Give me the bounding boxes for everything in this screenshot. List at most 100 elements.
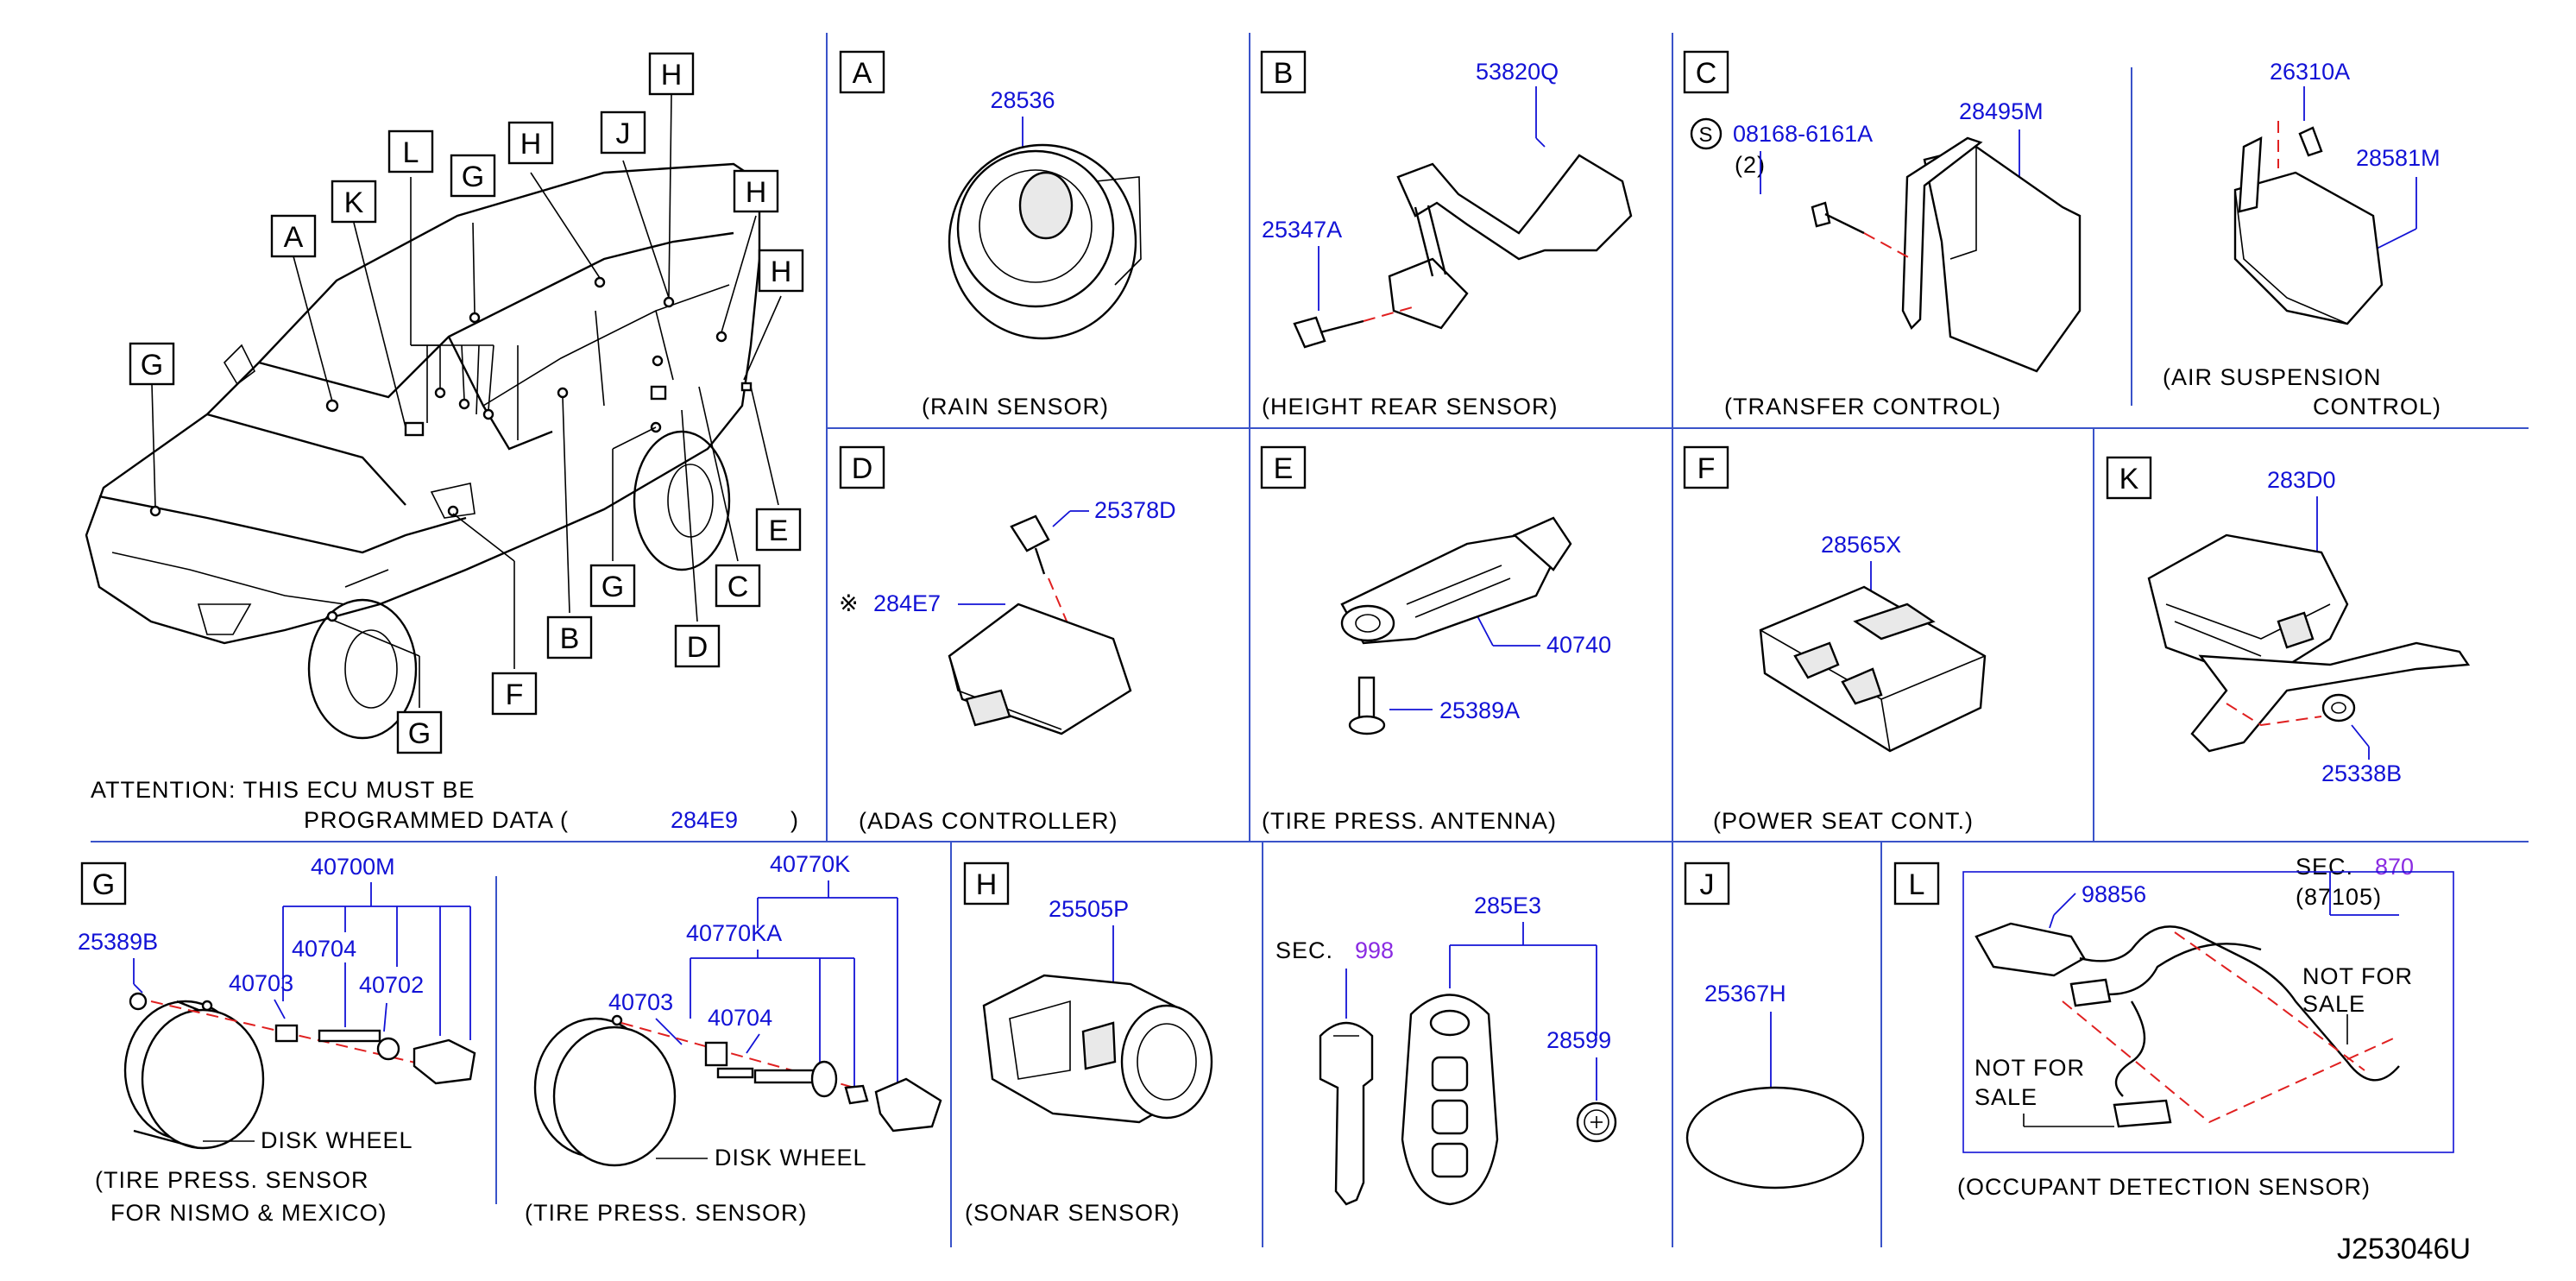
sec-870-label: SEC. — [2296, 854, 2353, 880]
vehicle-body-outline — [85, 162, 761, 645]
panel-a-letter: A — [853, 57, 872, 90]
grid-lines — [91, 33, 2529, 1247]
caption-sonar-sensor: (SONAR SENSOR) — [965, 1200, 1181, 1226]
part-26310a: 26310A — [2270, 59, 2350, 85]
sec-870-sub: (87105) — [2296, 884, 2382, 910]
vehicle-overview — [85, 162, 761, 740]
callout-g-bottom: G — [408, 717, 431, 750]
part-25338b: 25338B — [2321, 760, 2402, 786]
part-25389b: 25389B — [78, 929, 158, 955]
caption-air-suspension-1: (AIR SUSPENSION — [2163, 364, 2382, 390]
panel-air-suspension: 26310A 28581M (AIR SUSPENSION CONTROL) — [2163, 59, 2441, 420]
panel-g-letter: G — [92, 868, 115, 901]
callout-b: B — [560, 622, 580, 655]
height-sensor-part — [1396, 154, 1633, 261]
caption-tire-press-nismo-2: FOR NISMO & MEXICO) — [110, 1200, 387, 1226]
caption-air-suspension-2: CONTROL) — [2313, 394, 2441, 420]
caption-tire-press-sensor: (TIRE PRESS. SENSOR) — [525, 1200, 808, 1226]
callout-c: C — [727, 571, 749, 603]
overview-callouts: A K L G H J H H H E C D B G F G G — [129, 52, 804, 754]
callout-f: F — [506, 678, 524, 711]
caption-rain-sensor: (RAIN SENSOR) — [922, 394, 1109, 420]
panel-g: G 40700M 25389B 40704 40703 40702 DISK W… — [78, 854, 476, 1226]
callout-j: J — [616, 117, 631, 150]
part-285e3: 285E3 — [1474, 893, 1541, 918]
attention-note: ATTENTION: THIS ECU MUST BE PROGRAMMED D… — [91, 777, 799, 833]
panel-j-letter: J — [1700, 868, 1715, 901]
part-28599: 28599 — [1546, 1027, 1611, 1053]
callout-g-left: G — [141, 349, 163, 382]
transfer-control-part — [1923, 145, 2082, 373]
sec-870-ref: 870 — [2375, 854, 2414, 880]
callout-g-mid: G — [601, 571, 624, 603]
attention-line2: PROGRAMMED DATA ( — [304, 807, 569, 833]
panel-d: D 25378D ※ 284E7 (ADAS CONTROLLER) — [839, 445, 1176, 834]
part-40704-g: 40704 — [292, 936, 356, 962]
caption-adas-controller: (ADAS CONTROLLER) — [859, 808, 1118, 834]
panel-b-letter: B — [1274, 57, 1294, 90]
panel-f-letter: F — [1697, 452, 1716, 485]
callout-k: K — [344, 186, 364, 219]
part-08168-6161a: 08168-6161A — [1733, 121, 1873, 147]
part-98856: 98856 — [2082, 881, 2146, 907]
caption-tire-press-nismo-1: (TIRE PRESS. SENSOR — [95, 1167, 369, 1193]
label-ellipse-part — [1685, 1086, 1865, 1190]
mechanical-key-part — [1319, 1021, 1374, 1206]
panel-k-letter: K — [2119, 463, 2139, 495]
panel-f: F 28565X (POWER SEAT CONT.) — [1683, 445, 1987, 834]
part-40703-g2: 40703 — [608, 989, 673, 1015]
part-25389a: 25389A — [1439, 697, 1520, 723]
part-25367h: 25367H — [1704, 981, 1786, 1006]
callout-l: L — [403, 136, 419, 169]
part-40770k: 40770K — [770, 851, 850, 877]
part-28565x: 28565X — [1821, 532, 1901, 558]
part-40770ka: 40770KA — [686, 920, 782, 946]
part-40702: 40702 — [359, 972, 424, 998]
sec-998-ref: 998 — [1355, 937, 1394, 963]
disk-wheel-g-label: DISK WHEEL — [261, 1127, 413, 1153]
panel-e-letter: E — [1274, 452, 1294, 485]
nfs2-a: NOT FOR — [1975, 1055, 2085, 1081]
occupant-sensor-part — [1975, 922, 2086, 977]
air-suspension-control-part — [2233, 171, 2384, 325]
part-283d0: 283D0 — [2267, 467, 2336, 493]
part-28581m: 28581M — [2356, 145, 2441, 171]
note-mark: ※ — [839, 590, 860, 616]
callout-g-top: G — [462, 161, 484, 193]
overview-leaders — [151, 94, 782, 708]
part-25378d: 25378D — [1094, 497, 1176, 523]
part-40704-g2: 40704 — [708, 1005, 772, 1031]
panel-h: H 25505P (SONAR SENSOR) — [963, 861, 1213, 1226]
callout-h-2: H — [661, 59, 683, 92]
panel-c-letter: C — [1696, 57, 1717, 90]
part-40700m: 40700M — [311, 854, 395, 880]
caption-occupant-detection: (OCCUPANT DETECTION SENSOR) — [1957, 1174, 2371, 1200]
caption-power-seat-cont: (POWER SEAT CONT.) — [1713, 808, 1974, 834]
attention-part: 284E9 — [671, 807, 738, 833]
part-25505p: 25505P — [1049, 896, 1129, 922]
caption-transfer-control: (TRANSFER CONTROL) — [1724, 394, 2001, 420]
panel-key: SEC. 998 285E3 28599 — [1275, 893, 1617, 1206]
sec-998-label: SEC. — [1275, 937, 1333, 963]
panel-c: C S 08168-6161A (2) 28495M (TRANSFER CON… — [1683, 50, 2082, 420]
attention-line1: ATTENTION: THIS ECU MUST BE — [91, 777, 476, 803]
attention-close: ) — [790, 807, 799, 833]
diagram-number: J253046U — [2337, 1233, 2471, 1265]
panel-d-letter: D — [852, 452, 873, 485]
tire-press-antenna-part — [1340, 533, 1555, 645]
nfs2-b: SALE — [1975, 1084, 2037, 1110]
callout-e: E — [769, 514, 789, 547]
panel-a: A 28536 (RAIN SENSOR) — [839, 50, 1142, 420]
control-unit-k-part — [2147, 533, 2349, 684]
callout-a: A — [284, 221, 304, 254]
part-25347a: 25347A — [1262, 217, 1342, 243]
s-symbol: S — [1698, 123, 1713, 147]
part-40740: 40740 — [1546, 632, 1611, 658]
panel-l: L SEC. 870 (87105) 98856 NOT FOR SALE NO… — [1893, 854, 2454, 1200]
callout-h-4: H — [771, 256, 792, 288]
panel-l-letter: L — [1909, 868, 1925, 901]
part-284e7: 284E7 — [873, 590, 941, 616]
part-53820q: 53820Q — [1476, 59, 1559, 85]
panel-h-letter: H — [976, 868, 998, 901]
panel-b: B 53820Q 25347A (HEIGHT REAR SENSOR) — [1260, 50, 1633, 420]
